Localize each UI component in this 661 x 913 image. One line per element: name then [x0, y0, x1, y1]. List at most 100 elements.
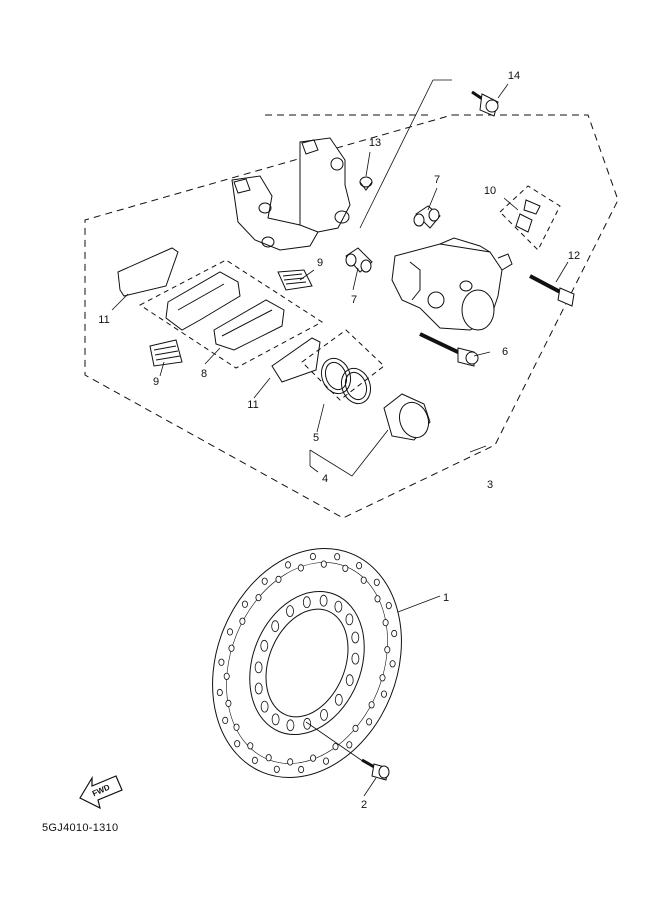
- brake-disc: [212, 548, 402, 778]
- disc-hole: [310, 754, 317, 762]
- part-12-pin: [529, 274, 575, 307]
- disc-hole: [319, 594, 328, 607]
- callout-12: 12: [567, 250, 581, 262]
- disc-hole: [287, 758, 294, 766]
- disc-hole: [368, 701, 375, 709]
- callout-14: 14: [507, 70, 521, 82]
- callout-1: 1: [442, 592, 450, 604]
- disc-hole: [222, 716, 229, 725]
- disc-hole: [239, 617, 246, 625]
- disc-hole: [334, 600, 343, 613]
- part-8-pad-kit-boundary: [139, 259, 323, 369]
- disc-hole: [309, 552, 316, 561]
- disc-hole: [334, 693, 343, 706]
- disc-hole: [247, 742, 254, 750]
- callout-5: 5: [312, 432, 320, 444]
- disc-hole: [284, 561, 291, 569]
- brake-disc-hub-holes: [254, 594, 360, 732]
- brake-disc-holes: [216, 552, 398, 774]
- part-7-boot-lower: [345, 247, 373, 273]
- part-13-sleeve: [359, 176, 373, 191]
- disc-hole: [265, 754, 272, 762]
- disc-hole: [374, 595, 381, 603]
- disc-hole: [302, 596, 311, 609]
- disc-hole: [271, 620, 280, 633]
- disc-hole: [255, 593, 262, 602]
- part-10-boundary: [499, 185, 561, 251]
- disc-hole: [360, 576, 367, 584]
- disc-hole: [286, 605, 294, 617]
- disc-hole: [298, 765, 305, 774]
- disc-hole: [241, 600, 248, 608]
- part-7-boot-upper: [413, 205, 441, 229]
- callout-7-lower: 7: [350, 294, 358, 306]
- disc-hole: [389, 660, 396, 668]
- disc-hole: [342, 564, 349, 572]
- callout-2: 2: [360, 799, 368, 811]
- callout-8: 8: [200, 368, 208, 380]
- disc-hole: [385, 601, 392, 610]
- disc-hole: [286, 719, 295, 732]
- part-6-pin: [419, 332, 479, 367]
- disc-hole: [380, 690, 387, 698]
- disc-hole: [254, 682, 263, 695]
- disc-hole: [254, 661, 263, 674]
- callout-9-lower: 9: [152, 376, 160, 388]
- disc-hole: [373, 578, 380, 586]
- disc-hole: [225, 699, 232, 708]
- disc-hole: [382, 618, 389, 627]
- caliper-bracket: [231, 137, 351, 251]
- fwd-arrow-icon: [79, 775, 123, 810]
- disc-hole: [384, 646, 391, 654]
- part-2-disc-bolt: [361, 758, 390, 781]
- disc-hole: [216, 688, 223, 697]
- callout-7-upper: 7: [433, 174, 441, 186]
- disc-hole: [345, 674, 354, 687]
- disc-hole: [320, 560, 327, 568]
- disc-hole: [320, 709, 328, 721]
- callout-11-upper: 11: [98, 314, 110, 326]
- part-5-seal-kit-boundary: [301, 329, 385, 401]
- disc-hole: [379, 674, 386, 682]
- callout-4: 4: [321, 473, 329, 485]
- disc-hole: [234, 740, 241, 748]
- catalog-number: 5GJ4010-1310: [42, 822, 119, 834]
- callout-6: 6: [501, 346, 509, 358]
- disc-hole: [351, 631, 360, 644]
- disc-hole: [275, 575, 282, 584]
- leader-lines: [111, 79, 569, 797]
- disc-hole: [261, 577, 268, 585]
- disc-hole: [334, 553, 341, 561]
- disc-hole: [345, 613, 354, 626]
- disc-hole: [271, 713, 280, 726]
- disc-hole: [346, 741, 353, 749]
- brake-pad-lower: [213, 299, 285, 351]
- disc-hole: [226, 628, 233, 636]
- disc-hole: [218, 658, 225, 666]
- disc-hole: [366, 718, 373, 726]
- disc-hole: [223, 672, 230, 680]
- callout-11-lower: 11: [247, 399, 259, 411]
- disc-hole: [251, 756, 258, 765]
- disc-hole: [391, 629, 398, 638]
- callout-3: 3: [486, 479, 494, 491]
- disc-hole: [260, 639, 269, 652]
- part-14-bolt: [471, 90, 499, 117]
- disc-hole: [332, 742, 339, 751]
- part-11-shim-lower: [271, 337, 321, 383]
- disc-hole: [351, 652, 360, 665]
- part-11-shim-upper: [117, 247, 179, 297]
- part-9-spring-upper: [277, 269, 313, 291]
- callout-10: 10: [483, 185, 497, 197]
- callout-9-upper: 9: [316, 257, 324, 269]
- part-9-spring-lower: [149, 339, 183, 367]
- disc-hole: [233, 723, 240, 731]
- disc-hole: [260, 700, 269, 713]
- disc-hole: [228, 644, 235, 652]
- disc-hole: [303, 717, 312, 730]
- disc-hole: [273, 765, 280, 773]
- disc-hole: [356, 561, 363, 570]
- piston-seal-rings: [320, 357, 372, 405]
- part-10-bleed-screw: [515, 199, 541, 233]
